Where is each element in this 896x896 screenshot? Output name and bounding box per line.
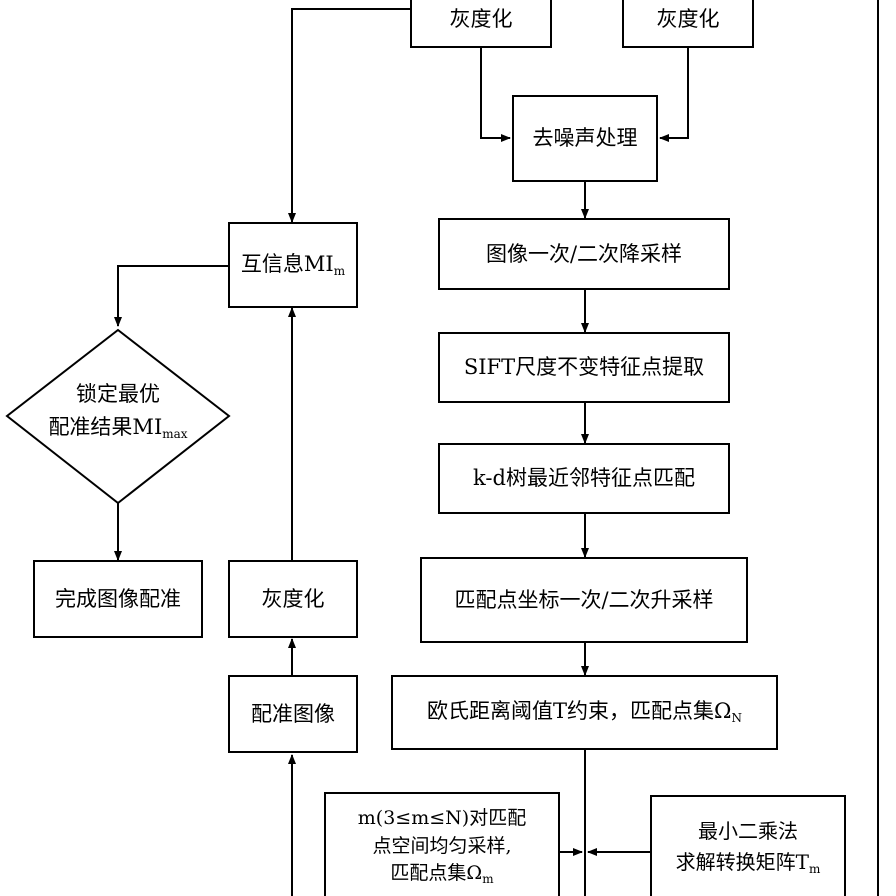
lock-optimal-line1: 锁定最优 (76, 382, 160, 406)
mutual-info-subscript: m (333, 264, 346, 279)
least-squares-box: 最小二乘法 求解转换矩阵Tm (650, 795, 846, 896)
kd-match-box: k-d树最近邻特征点匹配 (438, 443, 730, 514)
sampling-box: m(3≤m≤N)对匹配 点空间均匀采样, 匹配点集Ωm (324, 792, 560, 896)
sampling-subscript: m (482, 872, 494, 887)
gray-top-right-label: 灰度化 (656, 6, 720, 31)
mutual-info-label: 互信息MI (240, 251, 334, 276)
upsample-label: 匹配点坐标一次/二次升采样 (454, 587, 714, 612)
gray-top-left-label: 灰度化 (449, 6, 513, 31)
upsample-box: 匹配点坐标一次/二次升采样 (420, 557, 748, 643)
least-squares-line1: 最小二乘法 (698, 818, 798, 843)
denoise-label: 去噪声处理 (532, 126, 638, 151)
downsample-box: 图像一次/二次降采样 (438, 218, 730, 290)
arrow-gray-left-to-denoise (480, 47, 511, 142)
complete-label: 完成图像配准 (55, 586, 181, 611)
kd-match-label: k-d树最近邻特征点匹配 (473, 466, 695, 491)
gray-top-left-box: 灰度化 (410, 0, 552, 48)
arrow-gray-right-to-denoise (659, 47, 689, 142)
mutual-info-box: 互信息MIm (228, 222, 358, 308)
least-squares-subscript: m (808, 861, 821, 876)
downsample-label: 图像一次/二次降采样 (485, 241, 683, 266)
lock-optimal-diamond-shape (5, 328, 231, 505)
sift-label: SIFT尺度不变特征点提取 (463, 355, 705, 380)
gray-mid-box: 灰度化 (228, 560, 358, 638)
sift-box: SIFT尺度不变特征点提取 (438, 332, 730, 403)
arrow-mutual-info-to-lock (114, 265, 228, 327)
complete-box: 完成图像配准 (33, 560, 203, 638)
lock-optimal-subscript: max (162, 426, 188, 441)
euclid-box: 欧氏距离阈值T约束，匹配点集ΩN (391, 675, 778, 750)
registered-box: 配准图像 (228, 675, 358, 753)
sampling-line3: 匹配点集Ω (390, 862, 483, 885)
lock-optimal-text: 锁定最优 配准结果MImax (18, 378, 218, 443)
denoise-box: 去噪声处理 (512, 95, 658, 182)
arrow-gray-to-mutual-info (288, 8, 410, 223)
least-squares-line2: 求解转换矩阵T (675, 849, 809, 874)
registered-label: 配准图像 (251, 701, 335, 726)
euclid-subscript: N (731, 711, 742, 726)
euclid-label: 欧氏距离阈值T约束，匹配点集Ω (427, 699, 732, 724)
sampling-line2: 点空间均匀采样, (372, 834, 512, 857)
gray-mid-label: 灰度化 (261, 586, 325, 611)
gray-top-right-box: 灰度化 (622, 0, 754, 48)
lock-optimal-line2: 配准结果MI (48, 414, 163, 439)
sampling-line1: m(3≤m≤N)对匹配 (357, 807, 527, 830)
